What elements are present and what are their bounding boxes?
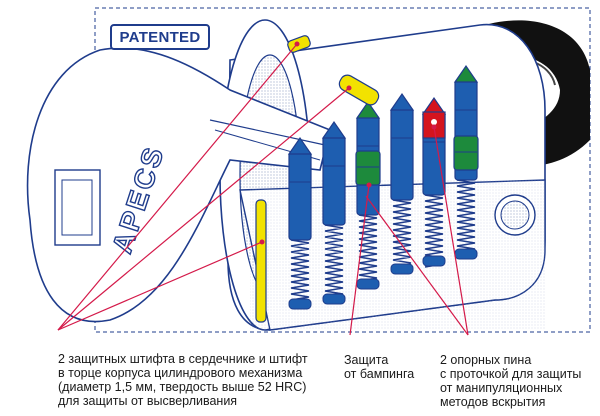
pins-group — [287, 64, 479, 310]
cylinder-body — [219, 19, 546, 331]
caption-line: (диаметр 1,5 мм, твердость выше 52 HRC) — [58, 380, 307, 394]
callout-dots — [259, 41, 437, 245]
pin-shaft — [288, 151, 312, 241]
pin-spring-cap — [390, 263, 414, 275]
pin-tip — [321, 120, 347, 139]
caption-line: Защита — [344, 353, 389, 367]
pin-tip — [355, 100, 381, 119]
lock-pin — [453, 64, 479, 260]
caption-line: в торце корпуса цилиндрового механизма — [58, 366, 303, 380]
pin-tip — [453, 64, 479, 83]
caption-anti-drill: 2 защитных штифта в сердечнике и штифт в… — [58, 352, 308, 408]
lock-pin — [389, 92, 415, 275]
pin-spring-cap — [454, 248, 478, 260]
pin-spring — [358, 214, 378, 288]
caption-support-pins: 2 опорных пина с проточкой для защиты от… — [440, 353, 581, 409]
pin-spring-cap — [356, 278, 380, 290]
callout-lines — [57, 43, 469, 336]
pin-spring — [324, 224, 344, 304]
pin-groove-collar — [453, 135, 479, 171]
pin-tip — [389, 92, 415, 111]
lock-pin — [321, 120, 347, 305]
pin-spring — [456, 179, 476, 259]
pin-shaft — [322, 135, 346, 226]
pin-spring — [424, 194, 444, 268]
caption-line: 2 защитных штифта в сердечнике и штифт — [58, 352, 308, 366]
caption-line: от манипуляционных — [440, 381, 563, 395]
pin-groove-collar — [355, 150, 381, 186]
caption-line: для защиты от высверливания — [58, 394, 238, 408]
pin-shaft — [390, 107, 414, 201]
pin-spring-cap — [288, 298, 312, 310]
pin-spring — [290, 239, 310, 307]
lock-pin — [355, 100, 381, 290]
anti-drill-pin-core — [338, 74, 380, 106]
caption-anti-bumping: Защита от бампинга — [344, 353, 414, 381]
anti-drill-pin-housing — [255, 199, 267, 323]
pin-tip — [287, 136, 313, 155]
pin-spring — [392, 199, 412, 273]
caption-line: с проточкой для защиты — [440, 367, 582, 381]
caption-line: методов вскрытия — [440, 395, 546, 409]
caption-line: 2 опорных пина — [440, 353, 532, 367]
caption-line: от бампинга — [344, 367, 415, 381]
pin-spring-cap — [422, 255, 446, 267]
dashed-frame — [94, 7, 591, 333]
pin-spring-cap — [322, 293, 346, 305]
lock-pin — [287, 136, 313, 310]
patented-badge: PATENTED — [110, 24, 210, 50]
